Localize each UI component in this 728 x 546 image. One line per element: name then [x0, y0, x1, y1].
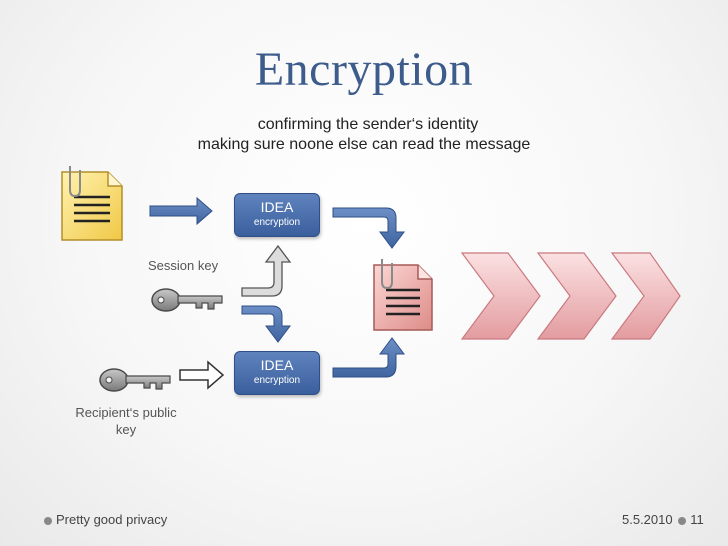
idea-encryption-box-bottom: IDEA encryption — [234, 351, 320, 395]
session-key-label: Session key — [148, 258, 219, 273]
arrow-icon — [332, 337, 405, 378]
chevron-icon — [460, 252, 541, 340]
arrow-icon — [149, 196, 213, 226]
chevron-icon — [536, 252, 617, 340]
box-label: IDEA — [260, 199, 294, 215]
key-icon — [99, 368, 171, 392]
subtitle-line-1: confirming the sender‘s identity — [257, 116, 479, 133]
arrow-icon — [332, 207, 405, 249]
box-label: IDEA — [260, 357, 294, 373]
recipient-key-label-line-1: Recipient‘s public — [75, 405, 177, 420]
key-icon — [151, 288, 223, 312]
arrow-icon — [241, 244, 292, 297]
recipient-key-label: Recipient‘s public key — [58, 404, 194, 438]
arrow-icon — [241, 305, 291, 343]
subtitle-line-2: making sure noone else can read the mess… — [197, 136, 531, 153]
footer-title: Pretty good privacy — [56, 512, 168, 527]
bullet-dot-icon — [44, 516, 52, 525]
document-icon — [61, 166, 123, 241]
box-sublabel: encryption — [253, 375, 301, 386]
arrow-icon — [179, 360, 225, 390]
chevron-icon — [610, 252, 681, 340]
encrypted-document-icon — [373, 259, 433, 331]
box-sublabel: encryption — [253, 217, 301, 228]
recipient-key-label-line-2: key — [115, 422, 137, 437]
slide-title: Encryption — [254, 43, 474, 96]
footer-date: 5.5.2010 — [622, 512, 673, 527]
footer-right: 5.5.2010 11 — [622, 512, 704, 527]
footer-left: Pretty good privacy — [44, 512, 167, 527]
idea-encryption-box-top: IDEA encryption — [234, 193, 320, 237]
bullet-dot-icon — [678, 516, 687, 525]
page-number: 11 — [690, 512, 704, 527]
